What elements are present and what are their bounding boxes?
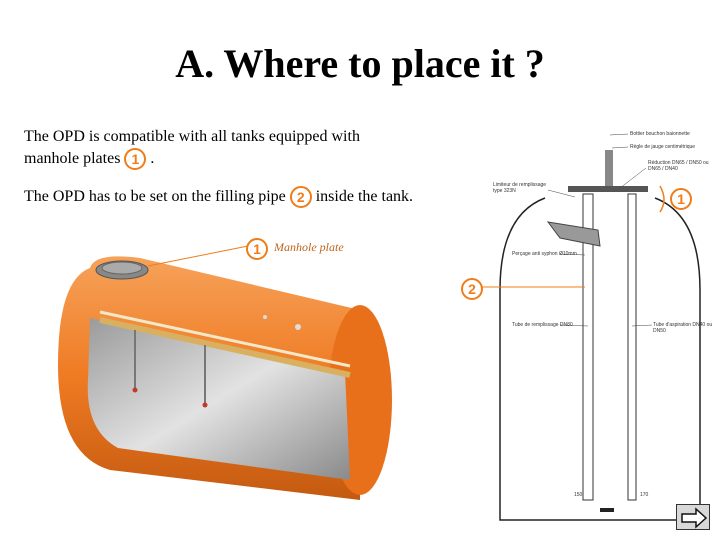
badge-one: 1 [124,148,147,171]
callout-badge-one: 1 [246,238,268,260]
diagram-badge-one: 1 [670,188,692,210]
tank-interior [87,318,350,480]
dimension-170: 170 [640,492,649,498]
label-tube-remplissage: Tube de remplissage DN80 [512,322,573,328]
badge-two: 2 [289,186,312,209]
callout-badge-two: 2 [461,278,483,300]
label-percage: Perçage anti syphon Ø10mm [512,251,577,257]
compatibility-text: The OPD is compatible with all tanks equ… [24,126,360,171]
label-tube-aspiration: Tube d'aspiration DN40 ou DN50 [653,322,713,334]
compatibility-line-1: The OPD is compatible with all tanks equ… [24,128,360,145]
compatibility-line-2: manhole plates 1 . [24,148,360,171]
manhole-plate-label: Manhole plate [274,240,344,254]
dimension-150: 150 [574,492,583,498]
label-regle: Règle de jauge centimétrique [630,144,696,150]
diagram-tank-outline [499,197,701,521]
label-reduction: Réduction DN65 / DN50 ou DN65 / DN40 [648,160,709,172]
next-slide-button[interactable] [676,504,710,530]
page-title: A. Where to place it ? [175,41,545,86]
filling-pipe-text: The OPD has to be set on the filling pip… [24,186,413,209]
label-limiteur: Limiteur de remplissage type 323N [493,182,547,194]
next-arrow-icon [681,507,708,529]
label-bouchon: Bottier bouchon baionnette [630,131,690,137]
